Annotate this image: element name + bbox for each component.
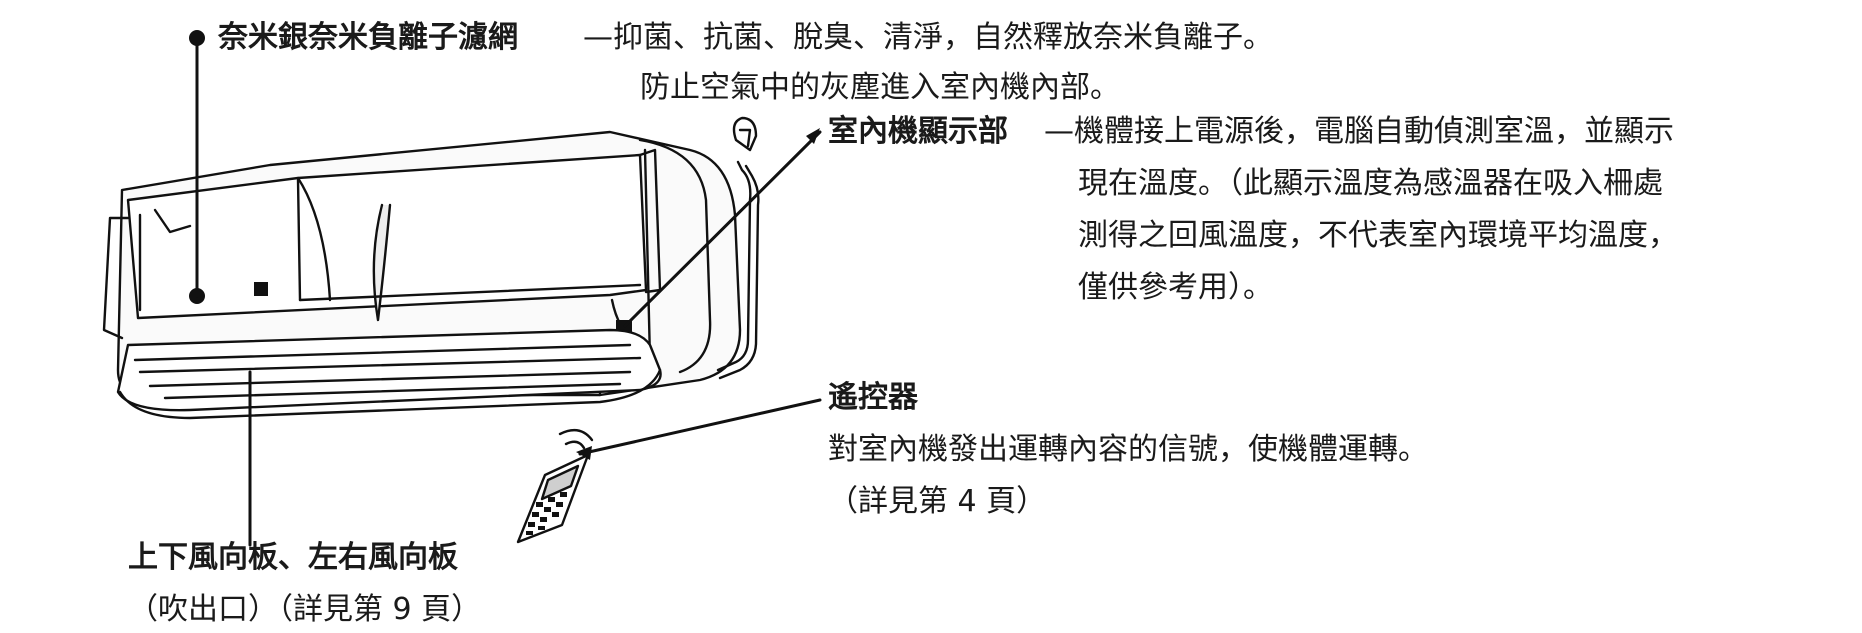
- filter-leader-dot: [189, 30, 205, 46]
- filter-desc-line1: —抑菌、抗菌、脫臭、清淨，自然釋放奈米負離子。: [583, 20, 1273, 55]
- remote-desc-line1: 對室內機發出運轉內容的信號，使機體運轉。: [828, 432, 1428, 467]
- remote-leader-line: [578, 398, 822, 456]
- display-desc-line1: —機體接上電源後，電腦自動偵測室溫，並顯示: [1044, 114, 1674, 149]
- filter-frame: [102, 148, 662, 340]
- remote-controller: [516, 428, 594, 544]
- display-title: 室內機顯示部: [828, 114, 1008, 149]
- display-desc-line2: 現在溫度。（此顯示溫度為感溫器在吸入柵處: [1078, 166, 1663, 201]
- display-desc-line3: 測得之回風溫度，不代表室內環境平均溫度，: [1078, 218, 1678, 253]
- filter-clip: [254, 282, 268, 296]
- display-desc-line4: 僅供參考用）。: [1078, 270, 1273, 305]
- drain-pipe: [716, 116, 760, 380]
- remote-desc-line2: （詳見第 4 頁）: [828, 484, 1047, 519]
- louver-desc-line1: （吹出口）（詳見第 9 頁）: [128, 592, 482, 627]
- filter-desc-line2: 防止空氣中的灰塵進入室內機內部。: [640, 70, 1120, 105]
- louver-title: 上下風向板、左右風向板: [128, 540, 458, 575]
- display-leader-line: [623, 130, 822, 328]
- display-arrowhead: [806, 128, 820, 144]
- remote-title: 遙控器: [828, 380, 918, 415]
- filter-title: 奈米銀奈米負離子濾網: [218, 20, 518, 55]
- louver-assembly: [116, 328, 662, 420]
- remote-arrowhead: [576, 446, 592, 460]
